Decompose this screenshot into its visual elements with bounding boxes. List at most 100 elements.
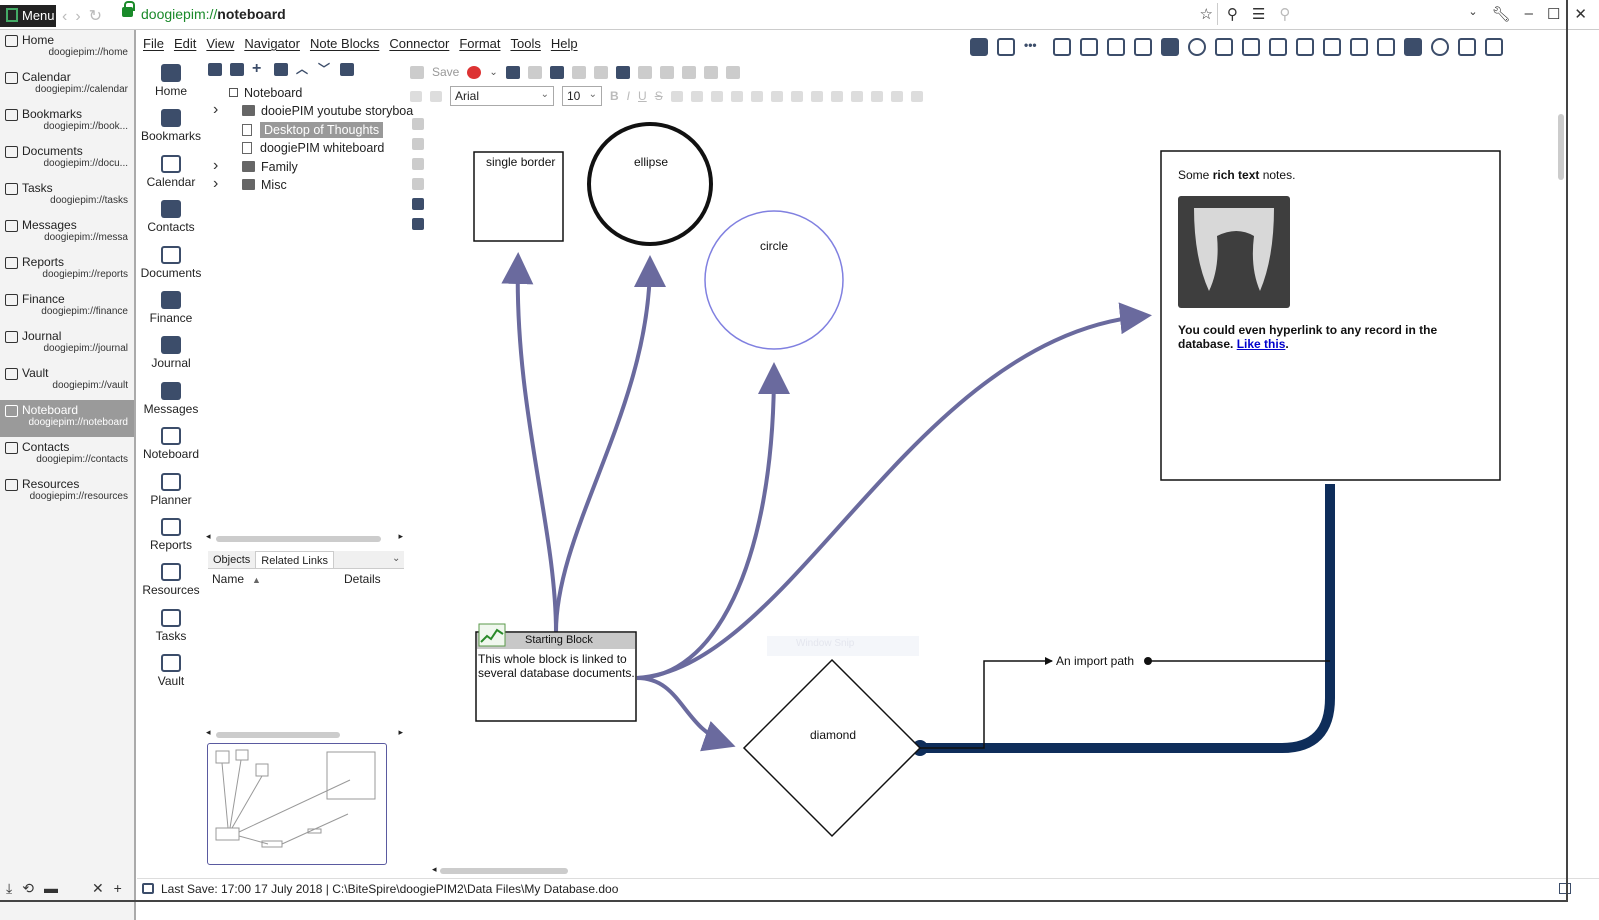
- remove-icon[interactable]: ✕: [91, 880, 104, 896]
- align-left-icon[interactable]: [710, 90, 723, 102]
- module-messages[interactable]: Messages: [137, 381, 205, 423]
- maximize-icon[interactable]: ☐: [1546, 6, 1561, 23]
- menu-connector[interactable]: Connector: [389, 36, 450, 51]
- layout-icon[interactable]: [970, 38, 988, 56]
- shape3-icon[interactable]: [725, 65, 740, 79]
- connector-to-ellipse[interactable]: [554, 255, 666, 633]
- edit-block-icon[interactable]: [1161, 38, 1179, 56]
- undo-icon[interactable]: [870, 90, 883, 102]
- new-folder-icon[interactable]: [208, 63, 222, 76]
- minimize-icon[interactable]: –: [1524, 5, 1533, 22]
- italic-icon[interactable]: I: [626, 89, 631, 103]
- menu-note-blocks[interactable]: Note Blocks: [309, 36, 380, 51]
- menu-tools[interactable]: Tools: [510, 36, 541, 51]
- hamburger-icon[interactable]: ☰: [1251, 6, 1266, 23]
- menu-view[interactable]: View: [206, 36, 235, 51]
- connector-icon[interactable]: [593, 65, 608, 79]
- move-up-icon[interactable]: ︿: [296, 62, 309, 76]
- font-select[interactable]: Arial⌄: [450, 86, 554, 106]
- expand-chevron-icon[interactable]: ›: [213, 101, 219, 118]
- col-details[interactable]: Details: [344, 572, 381, 586]
- module-documents[interactable]: Documents: [137, 245, 205, 287]
- save-button[interactable]: Save: [432, 65, 460, 79]
- address-text[interactable]: doogiepim://noteboard: [141, 6, 286, 22]
- add-icon[interactable]: +: [252, 60, 262, 77]
- refresh-icon[interactable]: ↻: [88, 8, 111, 25]
- contacts-icon[interactable]: [1215, 38, 1233, 56]
- map-icon[interactable]: [1242, 38, 1260, 56]
- tab-related-links[interactable]: Related Links: [255, 551, 334, 568]
- col-name[interactable]: Name: [212, 572, 245, 586]
- layer-icon[interactable]: [412, 118, 424, 130]
- unlink-icon[interactable]: [637, 65, 652, 79]
- mail-icon[interactable]: [1377, 38, 1395, 56]
- diamond-block[interactable]: [742, 658, 922, 838]
- tree-item[interactable]: dooiePIM youtube storyboa: [242, 102, 413, 120]
- module-resources[interactable]: Resources: [137, 563, 205, 604]
- menu-file[interactable]: File: [143, 36, 164, 51]
- shape2-icon[interactable]: [703, 65, 718, 79]
- sitemap-icon[interactable]: [1080, 38, 1098, 56]
- panel-chevron-icon[interactable]: ⌄: [392, 553, 401, 564]
- outdent-icon[interactable]: [810, 90, 823, 102]
- connector-to-single-border[interactable]: [501, 252, 558, 633]
- clock-icon[interactable]: [1188, 38, 1206, 56]
- shape1-icon[interactable]: [681, 65, 696, 79]
- more-icon[interactable]: •••: [1024, 38, 1037, 52]
- menu-format[interactable]: Format: [459, 36, 501, 51]
- module-calendar[interactable]: Calendar: [137, 154, 205, 196]
- module-home[interactable]: Home: [137, 64, 205, 105]
- module-finance[interactable]: Finance: [137, 290, 205, 332]
- line-style-icon[interactable]: [910, 90, 923, 102]
- menu-help[interactable]: Help: [550, 36, 578, 51]
- menu-navigator[interactable]: Navigator: [244, 36, 300, 51]
- strike-icon[interactable]: S: [654, 89, 663, 103]
- fill-icon[interactable]: [690, 90, 703, 102]
- panel-hscroll[interactable]: ◂▸: [206, 727, 403, 738]
- wrench-icon[interactable]: 🔧︎: [1491, 6, 1511, 23]
- star-icon[interactable]: ☆: [1199, 6, 1213, 23]
- tree-item[interactable]: Misc: [242, 176, 287, 194]
- bold-icon[interactable]: B: [610, 89, 619, 103]
- list-icon[interactable]: [830, 90, 843, 102]
- module-planner[interactable]: Planner: [137, 472, 205, 514]
- find-icon[interactable]: [1107, 38, 1125, 56]
- collapse-icon[interactable]: [340, 63, 354, 76]
- forward-icon[interactable]: ›: [75, 8, 89, 25]
- panel-toggle-icon[interactable]: [1559, 883, 1571, 894]
- tree-item[interactable]: Desktop of Thoughts: [242, 121, 384, 139]
- group-icon[interactable]: [527, 65, 542, 79]
- module-noteboard[interactable]: Noteboard: [137, 427, 205, 469]
- tab-objects[interactable]: Objects: [213, 554, 251, 566]
- edit-icon[interactable]: [274, 63, 288, 76]
- eyedropper-icon[interactable]: [412, 218, 424, 230]
- single-border-block[interactable]: [473, 151, 564, 242]
- folder-icon[interactable]: ▬: [43, 880, 58, 896]
- color-picker-icon[interactable]: [467, 65, 482, 79]
- chevron-down-icon[interactable]: ⌄: [1468, 6, 1478, 18]
- indent-icon[interactable]: [790, 90, 803, 102]
- lock-block-icon[interactable]: [412, 198, 424, 210]
- bookmarks-icon[interactable]: [1350, 38, 1368, 56]
- module-bookmarks[interactable]: Bookmarks: [137, 109, 205, 150]
- shield-icon[interactable]: [997, 38, 1015, 56]
- download-icon[interactable]: ⤓: [6, 880, 13, 896]
- paint-icon[interactable]: [410, 90, 422, 102]
- back-icon[interactable]: ‹: [62, 8, 76, 25]
- thick-connector[interactable]: [918, 484, 1335, 753]
- move-down-icon[interactable]: ﹀: [318, 62, 331, 76]
- rotate-icon[interactable]: [412, 158, 424, 170]
- close-icon[interactable]: ✕: [1574, 6, 1587, 23]
- canvas-hscroll[interactable]: ◂: [432, 864, 1556, 877]
- bookmark-icon[interactable]: [1323, 38, 1341, 56]
- connector-to-diamond[interactable]: [636, 676, 736, 752]
- text-color-icon[interactable]: [430, 90, 442, 102]
- open-folder-icon[interactable]: [230, 63, 244, 76]
